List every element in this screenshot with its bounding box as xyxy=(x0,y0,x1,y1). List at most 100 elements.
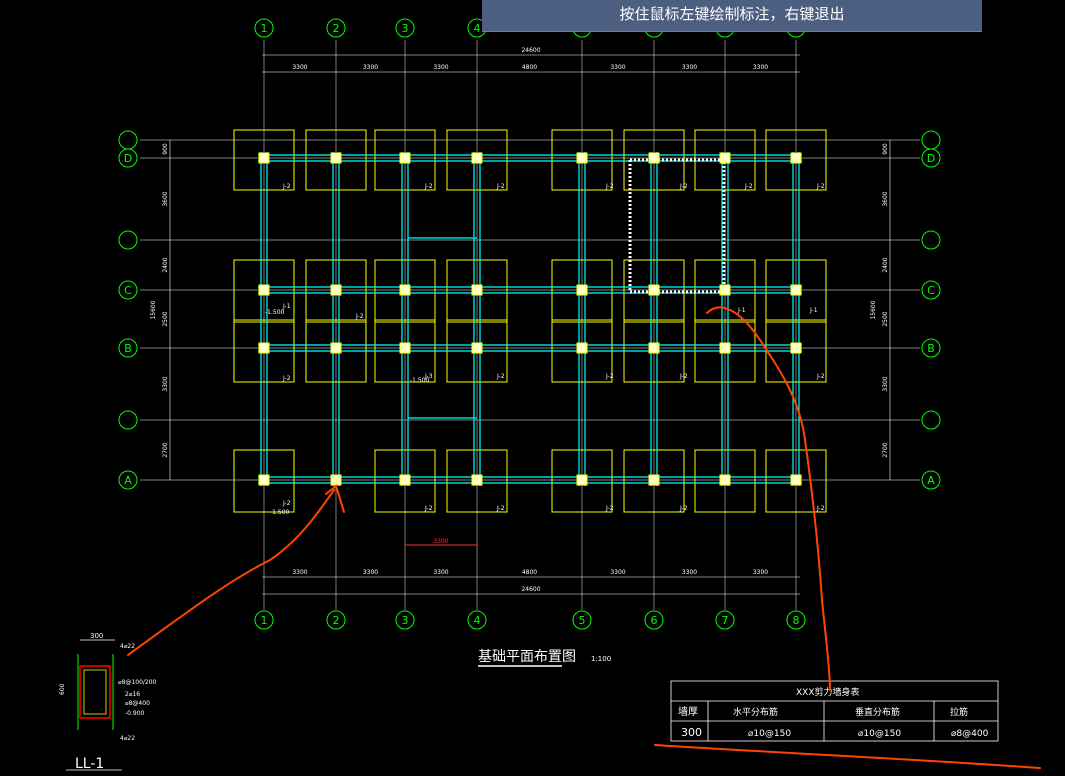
span-dimension: 3300 xyxy=(753,569,768,576)
axis-label: C xyxy=(124,284,132,297)
column xyxy=(790,284,802,296)
footing xyxy=(374,259,436,323)
column xyxy=(576,342,588,354)
span-dimension: 3600 xyxy=(882,191,889,206)
axis-bubble: B xyxy=(118,338,138,358)
column xyxy=(330,342,342,354)
axis-label: 1 xyxy=(261,614,268,627)
column xyxy=(258,342,270,354)
axis-bubble: 6 xyxy=(644,610,664,630)
footing xyxy=(765,259,827,323)
column xyxy=(471,474,483,486)
column xyxy=(471,284,483,296)
elevation-label: -1.500 xyxy=(265,309,285,316)
section-tie: ⌀8@400 xyxy=(125,700,150,707)
span-dimension: 3300 xyxy=(433,569,448,576)
span-dimension: 3300 xyxy=(292,64,307,71)
axis-label: 8 xyxy=(793,614,800,627)
axis-bubble: D xyxy=(921,148,941,168)
span-dimension: 2700 xyxy=(882,442,889,457)
span-dimension: 3300 xyxy=(882,376,889,391)
footing-label: J-2 xyxy=(679,505,688,512)
axis-label: 4 xyxy=(474,22,481,35)
footing-label: J-2 xyxy=(282,500,291,507)
column xyxy=(330,474,342,486)
footing xyxy=(765,449,827,513)
column xyxy=(719,284,731,296)
total-dimension: 15600 xyxy=(150,300,157,319)
axis-label: B xyxy=(124,342,132,355)
dimension-lines: 3300 3300 3300 4800 3300 3300 3300 24600 3300 330… xyxy=(150,47,891,595)
column xyxy=(790,474,802,486)
footing-label: J-2 xyxy=(816,373,825,380)
rebar-table-title: XXX剪力墙身表 xyxy=(796,686,860,698)
axis-bubble xyxy=(118,410,138,430)
span-dimension: 3300 xyxy=(363,64,378,71)
axis-bubble: 4 xyxy=(467,610,487,630)
rebar-cell-vertical: ⌀10@150 xyxy=(858,729,901,739)
axis-label: B xyxy=(927,342,935,355)
axis-bubble: 2 xyxy=(326,18,346,38)
footing xyxy=(374,129,436,191)
section-height: 600 xyxy=(59,683,66,695)
footing xyxy=(551,259,613,323)
column xyxy=(399,284,411,296)
rebar-header-thickness: 墙厚 xyxy=(678,705,698,718)
axis-bubble: C xyxy=(921,280,941,300)
axis-label: 5 xyxy=(579,614,586,627)
footing xyxy=(233,129,295,191)
footing xyxy=(694,449,756,513)
elevation-label: -1.500 xyxy=(410,377,430,384)
beam-dimension: 3300 xyxy=(433,538,448,545)
axis-bubble: 7 xyxy=(715,610,735,630)
column xyxy=(258,152,270,164)
total-dimension: 24600 xyxy=(521,586,540,593)
footing-label: J-1 xyxy=(282,303,291,310)
footing-label: J-2 xyxy=(816,505,825,512)
footing-label: J-2 xyxy=(282,183,291,190)
axis-label: 3 xyxy=(402,22,409,35)
column xyxy=(719,152,731,164)
axis-bubble: A xyxy=(118,470,138,490)
rebar-header-tie: 拉筋 xyxy=(950,706,968,718)
section-name: LL-1 xyxy=(75,756,104,772)
axis-label: 2 xyxy=(333,614,340,627)
columns xyxy=(258,152,802,486)
column xyxy=(648,284,660,296)
footing-label: J-2 xyxy=(605,373,614,380)
footing xyxy=(305,129,367,191)
span-dimension: 4800 xyxy=(522,569,537,576)
axis-label: 6 xyxy=(651,614,658,627)
footing xyxy=(551,129,613,191)
axis-bubble: A xyxy=(921,470,941,490)
footing xyxy=(374,449,436,513)
span-dimension: 3600 xyxy=(162,191,169,206)
footing-label: J-2 xyxy=(816,183,825,190)
span-dimension: 3300 xyxy=(682,64,697,71)
section-bottom-bars: 4⌀22 xyxy=(120,735,135,742)
span-dimension: 2700 xyxy=(162,442,169,457)
axis-label: 1 xyxy=(261,22,268,35)
column xyxy=(648,474,660,486)
column xyxy=(258,284,270,296)
axis-label: 4 xyxy=(474,614,481,627)
column xyxy=(576,284,588,296)
axis-label: 2 xyxy=(333,22,340,35)
rebar-cell-tie: ⌀8@400 xyxy=(951,729,989,739)
span-dimension: 3300 xyxy=(162,376,169,391)
footing xyxy=(765,129,827,191)
drawing-title: 基础平面布置图 xyxy=(478,648,576,665)
footing-label: J-3 xyxy=(424,373,433,380)
axis-bubble: 5 xyxy=(572,610,592,630)
axis-bubble xyxy=(921,130,941,150)
ground-beams xyxy=(258,152,802,486)
span-dimension: 3300 xyxy=(610,64,625,71)
column xyxy=(471,342,483,354)
footing xyxy=(551,449,613,513)
footing-label: J-2 xyxy=(424,183,433,190)
axis-grid-lines xyxy=(140,40,920,610)
axis-bubble xyxy=(921,230,941,250)
rebar-cell-horizontal: ⌀10@150 xyxy=(748,729,791,739)
